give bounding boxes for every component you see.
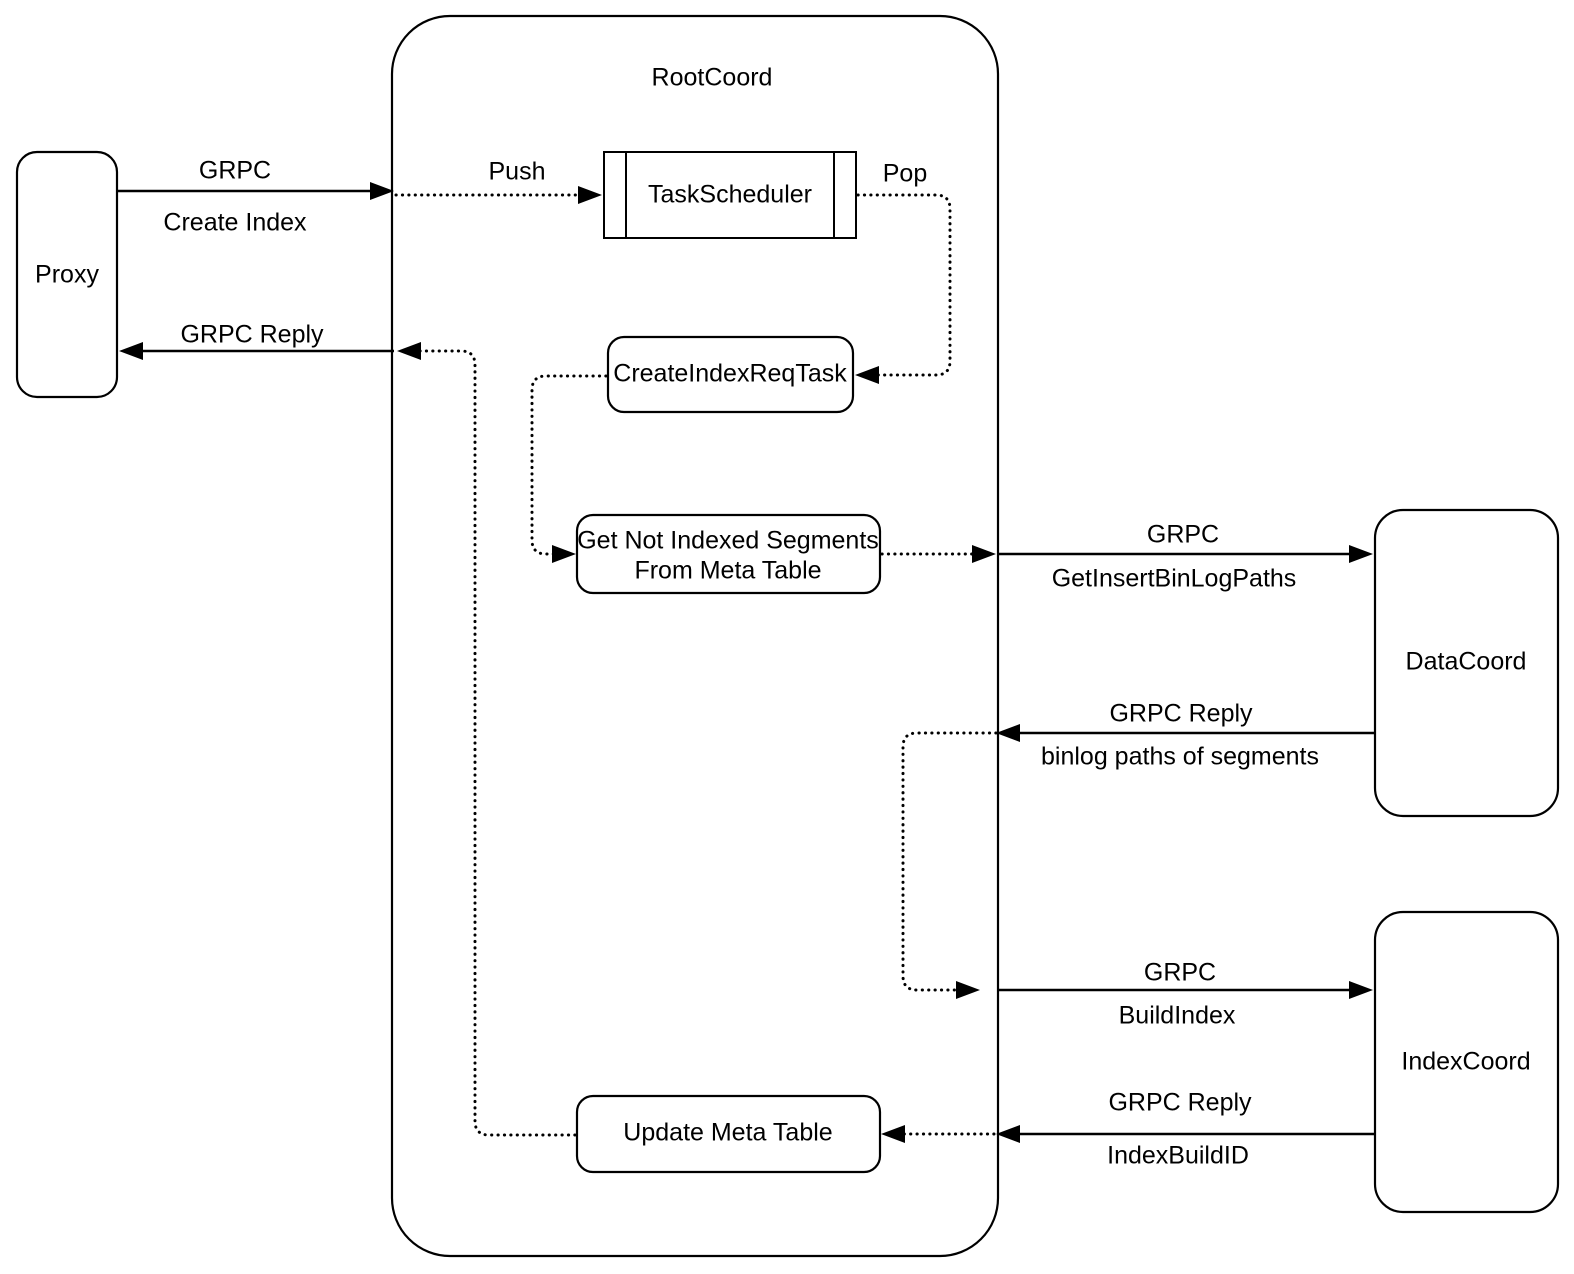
index-coord-label: IndexCoord [1401,1048,1530,1076]
edge-indexcoord-to-rootcoord-label-bottom: IndexBuildID [1107,1142,1249,1170]
node-data-coord[interactable]: DataCoord [1373,508,1560,818]
edge-internal-binlog-loop [901,731,998,999]
edge-rootcoord-to-datacoord-arrowhead [1349,545,1373,563]
edge-get-segments-to-boundary-arrowhead [972,545,996,563]
edge-rootcoord-to-indexcoord-arrowhead [1349,981,1373,999]
node-create-index-req-task[interactable]: CreateIndexReqTask [606,335,855,414]
edge-rootcoord-to-proxy: GRPC Reply [119,321,394,360]
edge-proxy-to-rootcoord-arrowhead [370,182,394,200]
update-meta-table-label: Update Meta Table [623,1119,832,1147]
edge-rootcoord-to-indexcoord: GRPC BuildIndex [998,959,1373,1030]
edge-proxy-to-rootcoord: GRPC Create Index [117,157,394,237]
create-index-req-task-label: CreateIndexReqTask [613,360,847,388]
edge-task-to-get-segments-arrowhead [552,545,576,563]
edge-task-to-get-segments-line [530,374,608,556]
data-coord-label: DataCoord [1406,648,1527,676]
container-rootcoord: RootCoord [390,14,1000,1258]
edge-indexcoord-to-rootcoord-label-top: GRPC Reply [1108,1089,1252,1117]
edge-rootcoord-to-datacoord: GRPC GetInsertBinLogPaths [998,521,1373,593]
edge-internal-binlog-loop-arrowhead [956,981,980,999]
edge-push-arrowhead [578,186,602,204]
edge-rootcoord-to-proxy-label: GRPC Reply [180,321,324,349]
edge-internal-binlog-loop-line [901,731,998,992]
edge-get-segments-to-boundary [880,545,996,563]
proxy-label: Proxy [35,261,99,289]
rootcoord-label: RootCoord [652,64,773,92]
task-scheduler-label: TaskScheduler [648,181,812,209]
edge-datacoord-to-rootcoord-arrowhead [996,724,1020,742]
proxy-box[interactable] [15,150,119,399]
edge-datacoord-to-rootcoord-label-top: GRPC Reply [1109,700,1253,728]
data-coord-box[interactable] [1373,508,1560,818]
edge-datacoord-to-rootcoord: GRPC Reply binlog paths of segments [996,700,1375,771]
get-not-indexed-segments-box[interactable] [575,513,882,595]
edge-pop-arrowhead [855,366,879,384]
get-not-indexed-segments-label-line2: From Meta Table [634,557,821,585]
edge-boundary-to-update-meta-table-arrowhead [881,1125,905,1143]
edge-indexcoord-to-rootcoord: GRPC Reply IndexBuildID [996,1089,1375,1170]
task-scheduler-box[interactable] [603,151,857,239]
edge-rootcoord-to-indexcoord-label-bottom: BuildIndex [1119,1002,1236,1030]
update-meta-table-box[interactable] [575,1094,882,1174]
edge-update-meta-table-to-reply-line [416,349,577,1137]
node-update-meta-table[interactable]: Update Meta Table [575,1094,882,1174]
index-coord-box[interactable] [1373,910,1560,1214]
edge-rootcoord-to-datacoord-label-top: GRPC [1147,521,1219,549]
edge-rootcoord-to-proxy-arrowhead [119,342,143,360]
edge-proxy-to-rootcoord-label-bottom: Create Index [163,209,307,237]
edge-update-meta-table-to-reply [397,342,577,1137]
edge-pop-line [856,193,952,377]
edge-task-to-get-segments [530,374,608,563]
edge-boundary-to-update-meta-table [881,1125,996,1143]
edge-rootcoord-to-datacoord-label-bottom: GetInsertBinLogPaths [1052,565,1297,593]
node-get-not-indexed-segments[interactable]: Get Not Indexed Segments From Meta Table [575,513,882,595]
node-proxy[interactable]: Proxy [15,150,119,399]
node-index-coord[interactable]: IndexCoord [1373,910,1560,1214]
edge-proxy-to-rootcoord-label-top: GRPC [199,157,271,185]
edge-indexcoord-to-rootcoord-arrowhead [996,1125,1020,1143]
rootcoord-boundary [390,14,1000,1258]
node-task-scheduler[interactable]: TaskScheduler [603,151,857,239]
get-not-indexed-segments-label-line1: Get Not Indexed Segments [577,527,879,555]
edge-rootcoord-to-indexcoord-label-top: GRPC [1144,959,1216,987]
edge-update-meta-table-to-reply-arrowhead [397,342,421,360]
edge-push-to-scheduler: Push [394,158,602,204]
edge-datacoord-to-rootcoord-label-bottom: binlog paths of segments [1041,743,1319,771]
create-index-req-task-box[interactable] [606,335,855,414]
edge-pop-from-scheduler: Pop [855,160,952,384]
edge-push-label: Push [489,158,546,186]
edge-pop-label: Pop [883,160,927,188]
